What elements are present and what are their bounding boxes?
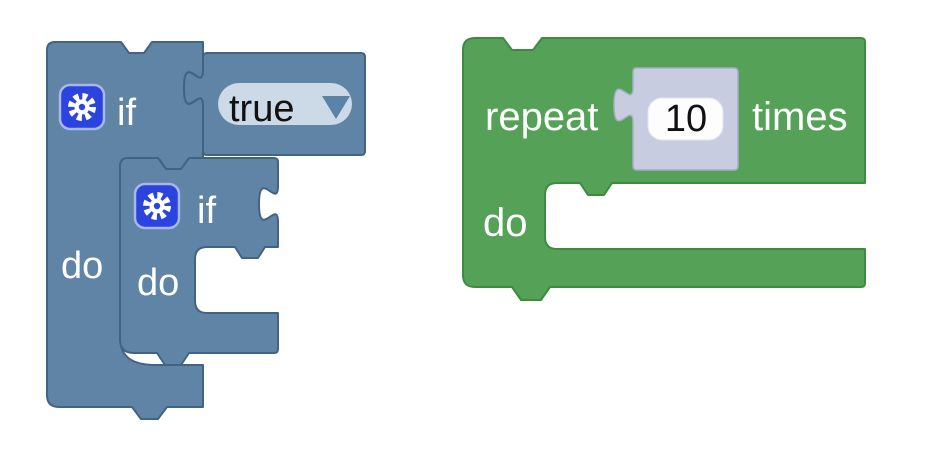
nested-do-label: do bbox=[137, 262, 179, 304]
outer-if-label: if bbox=[117, 92, 136, 134]
repeat-label: repeat bbox=[485, 95, 598, 139]
boolean-dropdown-value: true bbox=[229, 88, 294, 130]
number-field-value: 10 bbox=[665, 98, 707, 140]
outer-do-label: do bbox=[61, 245, 103, 287]
repeat-do-label: do bbox=[483, 201, 528, 245]
number-input-field[interactable] bbox=[647, 97, 724, 141]
boolean-dropdown[interactable] bbox=[218, 83, 352, 125]
dropdown-arrow-icon[interactable] bbox=[322, 96, 350, 119]
gear-teeth bbox=[68, 93, 96, 121]
gear-hole bbox=[153, 202, 161, 210]
gear-hole bbox=[78, 103, 86, 111]
times-label: times bbox=[752, 95, 848, 139]
mutator-gear-icon[interactable] bbox=[133, 182, 181, 230]
gear-teeth bbox=[143, 192, 171, 220]
nested-if-label: if bbox=[197, 190, 216, 232]
mutator-gear-icon[interactable] bbox=[58, 83, 106, 131]
